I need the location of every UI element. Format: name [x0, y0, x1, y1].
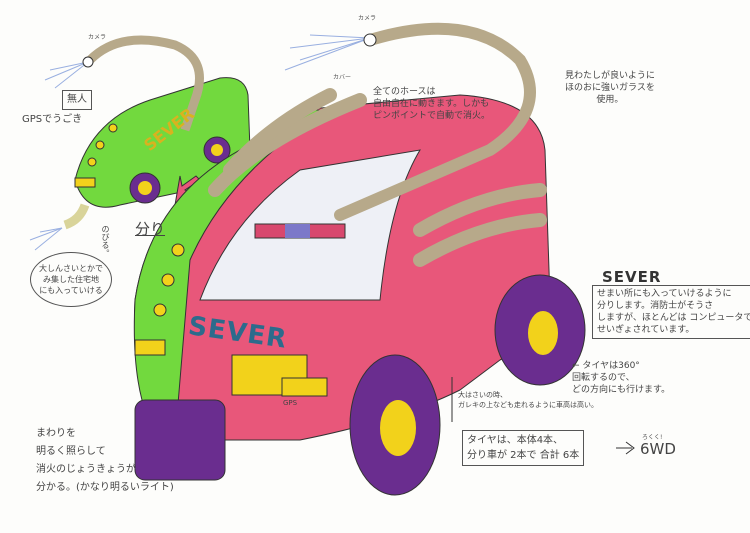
- extends-label: のびる。: [101, 225, 110, 257]
- arrow-right-icon: [616, 441, 635, 455]
- note-line: 使用。: [596, 95, 624, 105]
- note-line: 大しんさいとかで: [39, 264, 103, 273]
- note-line: せまい所にも入っていけるように: [597, 289, 732, 299]
- note-line: どの方向にも行けます。: [572, 385, 671, 395]
- note-line: ピンポイントで自動で消火。: [373, 111, 491, 121]
- hoses-note: 全てのホースは 自由自在に動きます。しかも ピンポイントで自動で消火。: [373, 86, 490, 122]
- note-line: 見わたしが良いように: [565, 71, 655, 81]
- cover-label: カバー: [333, 74, 352, 81]
- main-vehicle: [133, 22, 586, 496]
- description-box: せまい所にも入っていけるように 分りします。消防士がそうさ しますが、ほとんどは…: [592, 285, 750, 339]
- note-line: 全てのホースは: [373, 87, 436, 97]
- six-wd-small-label: ろくく!: [642, 434, 663, 441]
- note-line: しますが、ほとんどは コンピュータで: [597, 313, 750, 323]
- height-note: 大はさいの時、 ガレキの上なども走れるように車高は高い。: [458, 390, 598, 410]
- water-spray: [29, 34, 371, 251]
- note-line: ほのおに強いガラスを: [565, 83, 655, 93]
- note-line: み集した住宅地: [43, 275, 99, 284]
- note-line: 分り車が 2本で 合計 6本: [467, 450, 580, 461]
- note-line: 回転するので、: [572, 373, 635, 383]
- tires-rotate-note: ← タイヤは360° 回転するので、 どの方向にも行けます。: [572, 360, 670, 396]
- plate-label: GPS: [283, 399, 298, 407]
- lights-note: まわりを 明るく照らして 消火のじょうきょうが 分かる。(かなり明るいライト): [36, 425, 174, 497]
- note-line: タイヤは、本体4本、: [467, 435, 564, 446]
- note-line: ガレキの上なども走れるように車高は高い。: [458, 401, 598, 409]
- note-line: まわりを: [36, 428, 76, 439]
- camera-label-large: カメラ: [358, 15, 377, 22]
- gps-move-label: GPSでうごき: [22, 114, 83, 125]
- unmanned-label: 無人: [62, 90, 92, 110]
- note-line: 分かる。(かなり明るいライト): [36, 482, 174, 493]
- glass-note: 見わたしが良いように ほのおに強いガラスを 使用。: [565, 70, 655, 106]
- note-line: にも入っていける: [39, 286, 103, 295]
- camera-label-small: カメラ: [88, 34, 107, 41]
- note-line: 明るく照らして: [36, 446, 106, 457]
- note-line: 大はさいの時、: [458, 391, 507, 399]
- disaster-bubble: 大しんさいとかで み集した住宅地 にも入っていける: [30, 252, 112, 307]
- note-line: 自由自在に動きます。しかも: [373, 99, 490, 109]
- split-label: 分り: [135, 220, 166, 238]
- description-title: SEVER: [602, 268, 662, 286]
- note-line: 消火のじょうきょうが: [36, 464, 136, 475]
- six-wd-label: 6WD: [640, 440, 676, 458]
- tire-count-box: タイヤは、本体4本、 分り車が 2本で 合計 6本: [462, 430, 585, 466]
- note-line: ← タイヤは360°: [572, 361, 640, 371]
- note-line: せいぎょされています。: [597, 325, 695, 335]
- note-line: 分りします。消防士がそうさ: [597, 301, 714, 311]
